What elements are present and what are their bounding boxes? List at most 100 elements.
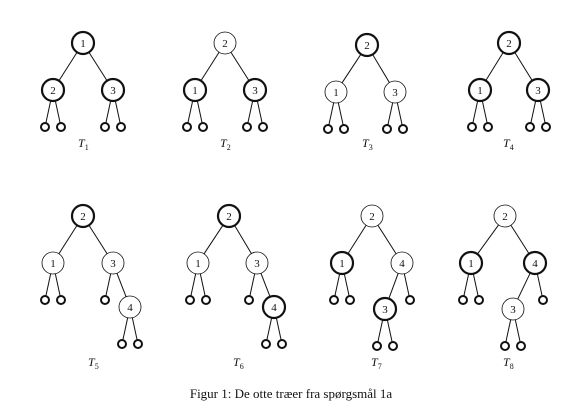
leaf-edge (122, 317, 129, 341)
node-key: 4 (532, 258, 538, 270)
nil-leaf (116, 122, 126, 132)
tree-edge (200, 52, 220, 81)
leaves (182, 122, 268, 132)
nil-leaf (382, 124, 392, 134)
edges (334, 225, 410, 343)
node-key: 1 (50, 258, 56, 270)
nil-leaf (100, 122, 110, 132)
nil-leaf (516, 341, 526, 351)
nil-leaf (339, 124, 349, 134)
nil-leaf (242, 122, 252, 132)
leaves (323, 124, 408, 134)
nil-leaf (467, 122, 477, 132)
black-node (100, 77, 126, 103)
node-key: 2 (506, 38, 512, 50)
nil-leaf (185, 295, 195, 305)
node-key: 3 (392, 87, 398, 99)
nil-leaf (261, 339, 271, 349)
tree-label: T4 (503, 136, 514, 152)
nil-leaf (244, 295, 254, 305)
node-key: 2 (50, 85, 56, 97)
node-key: 4 (127, 302, 133, 314)
leaf-edge (114, 100, 121, 124)
leaves (40, 295, 143, 349)
black-node (261, 294, 287, 320)
nil-leaf (388, 341, 398, 351)
nil-leaf (198, 122, 208, 132)
leaves (467, 122, 551, 132)
node-key: 2 (502, 211, 508, 223)
edges (187, 52, 263, 124)
edges (45, 225, 138, 341)
nil-leaf (372, 341, 382, 351)
node-key: 3 (110, 85, 116, 97)
nil-leaf (100, 295, 110, 305)
nil-leaf (525, 122, 535, 132)
node-key: 2 (369, 211, 375, 223)
red-node (324, 80, 348, 104)
leaf-edge (45, 273, 52, 297)
leaf-edge (196, 100, 203, 124)
leaf-edge (396, 102, 403, 126)
tree-label-subscript: 4 (510, 143, 514, 152)
nil-leaf (323, 124, 333, 134)
leaf-edge (275, 317, 282, 341)
black-node (216, 203, 242, 229)
black-node (329, 250, 355, 276)
edges (463, 224, 543, 343)
node-key: 1 (468, 258, 474, 270)
leaf-edge (45, 100, 52, 124)
red-node (213, 31, 237, 55)
red-node (101, 251, 125, 275)
nil-leaf (405, 295, 415, 305)
black-node (242, 77, 268, 103)
node-key: 2 (222, 38, 228, 50)
tree-label-subscript: 8 (510, 362, 514, 371)
node-key: 3 (535, 85, 541, 97)
black-node (40, 77, 66, 103)
leaf-edge (334, 273, 341, 297)
black-node (182, 77, 208, 103)
red-node (501, 297, 525, 321)
nil-leaf (398, 124, 408, 134)
leaf-edge (463, 273, 470, 297)
leaf-edge (505, 319, 512, 343)
nil-leaf (56, 295, 66, 305)
nil-leaf (40, 295, 50, 305)
leaf-edge (105, 273, 112, 297)
leaf-edge (199, 273, 206, 297)
red-node (390, 251, 414, 275)
leaf-edge (377, 319, 384, 343)
leaf-edge (328, 102, 335, 126)
red-node (493, 204, 517, 228)
nil-leaf (133, 339, 143, 349)
tree-label: T3 (362, 136, 373, 152)
leaves (185, 295, 287, 349)
black-node (354, 32, 380, 58)
tree-label-subscript: 5 (95, 362, 99, 371)
tree-edge (88, 225, 108, 254)
tree-edge (88, 52, 108, 81)
tree-edge (203, 224, 224, 255)
tree-edge (116, 273, 127, 297)
node-key: 2 (364, 40, 370, 52)
node-key: 3 (110, 258, 116, 270)
leaf-edge (105, 100, 112, 124)
tree-edge (230, 52, 250, 81)
tree-label: T8 (503, 355, 514, 371)
tree-edge (514, 52, 533, 81)
node-key: 3 (382, 304, 388, 316)
tree-edge (372, 54, 390, 83)
nil-leaf (538, 295, 548, 305)
tree-edge (485, 52, 504, 81)
black-node (70, 30, 96, 56)
